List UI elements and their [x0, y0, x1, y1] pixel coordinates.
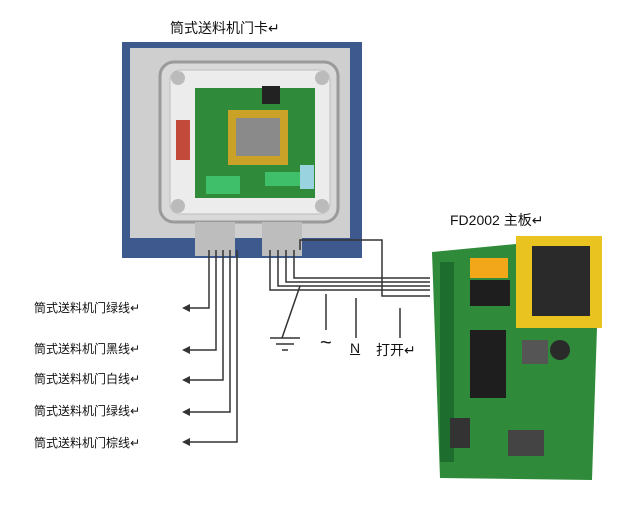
- wire-label-green-2: 筒式送料机门绿线↵: [34, 404, 141, 418]
- neutral-label: N: [350, 340, 361, 356]
- main-board-photo: [432, 236, 602, 480]
- wiring-lines: [188, 239, 430, 443]
- cable-gland-right: [262, 222, 302, 256]
- wire-label-black: 筒式送料机门黑线↵: [34, 342, 141, 356]
- arrow-icon: [182, 346, 190, 354]
- arrow-icon: [182, 304, 190, 312]
- arrow-icon: [182, 376, 190, 384]
- wire-label-brown: 筒式送料机门棕线↵: [34, 436, 141, 450]
- door-card-title: 筒式送料机门卡↵: [170, 20, 280, 36]
- ac-symbol: ~: [320, 332, 332, 354]
- arrow-icon: [182, 438, 190, 446]
- wire-arrows: [182, 304, 190, 446]
- wire-label-white: 筒式送料机门白线↵: [34, 372, 141, 386]
- main-board-title: FD2002 主板↵: [450, 212, 544, 228]
- open-label: 打开↵: [376, 342, 416, 358]
- arrow-icon: [182, 408, 190, 416]
- door-card-photo: [122, 42, 362, 258]
- cable-gland-left: [195, 222, 235, 256]
- wire-label-green-1: 筒式送料机门绿线↵: [34, 301, 141, 315]
